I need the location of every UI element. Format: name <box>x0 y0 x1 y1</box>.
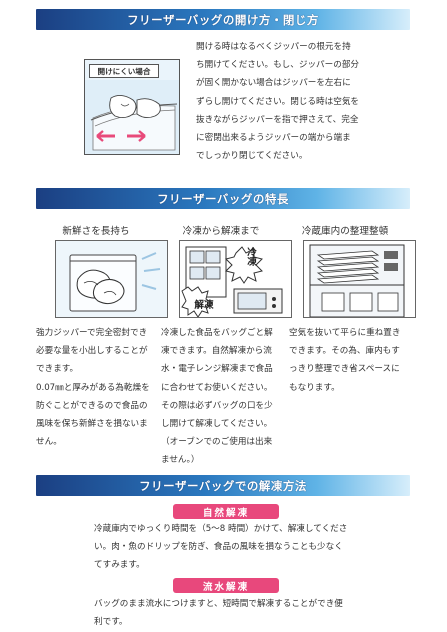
fridge-organize-illustration <box>303 240 416 318</box>
illustration-label: 開けにくい場合 <box>97 66 151 76</box>
method-label-water-thaw: 流水解凍 <box>173 578 279 593</box>
open-close-instructions: 開ける時はなるべくジッパーの根元を持 ち開けてください。もし、ジッパーの部分 が… <box>196 38 359 165</box>
badge-thaw: 解凍 <box>186 297 222 311</box>
text-line: バッグのまま流水につけますと、短時間で解凍することができ便 <box>94 599 343 609</box>
text-line: でしっかり閉じてください。 <box>196 151 308 162</box>
feature-text-organize: 空気を抜いて平らに重ね置き できます。その為、庫内もす っきり整理でき省スペース… <box>289 324 400 397</box>
text-line: 開ける時はなるべくジッパーの根元を持 <box>196 42 351 52</box>
method-label-natural-thaw: 自然解凍 <box>173 504 279 519</box>
section-banner-thawing: フリーザーバッグでの解凍方法 <box>36 475 410 496</box>
stacked-bags-in-fridge-icon <box>304 241 415 317</box>
text-line: できます。 <box>36 364 79 375</box>
badge-freeze-text: 冷凍 <box>245 247 256 267</box>
open-bag-illustration: 開けにくい場合 <box>84 59 180 155</box>
method-label-text: 自然解凍 <box>202 507 250 519</box>
text-line: 水・電子レンジ解凍まで食品 <box>161 364 273 375</box>
text-line: 風味を保ち新鮮さを損ないま <box>36 419 148 430</box>
text-line: できます。その為、庫内もす <box>289 346 400 357</box>
method-text-water-thaw: バッグのまま流水につけますと、短時間で解凍することができ便 利です。 <box>94 595 343 631</box>
text-line: 冷蔵庫内でゆっくり時間を（5〜8 時間）かけて、解凍してくださ <box>94 524 348 534</box>
text-line: ち開けてください。もし、ジッパーの部分 <box>196 60 360 71</box>
text-line: 強力ジッパーで完全密封でき <box>36 328 148 338</box>
text-line: 空気を抜いて平らに重ね置き <box>289 328 401 338</box>
method-label-text: 流水解凍 <box>202 581 250 593</box>
text-line: 0.07㎜と厚みがある為乾燥を <box>36 382 150 393</box>
text-line: 必要な量を小出しすることが <box>36 346 148 357</box>
text-line: せん。 <box>36 437 62 448</box>
badge-freeze: 冷凍 <box>238 247 256 266</box>
text-line: てすみます。 <box>94 560 145 571</box>
feature-text-freeze-thaw: 冷凍した食品をバッグごと解 凍できます。自然解凍から流 水・電子レンジ解凍まで食… <box>161 324 273 470</box>
text-line: 凍できます。自然解凍から流 <box>161 346 272 357</box>
section-title: フリーザーバッグでの解凍方法 <box>139 478 307 493</box>
feature-heading-freeze-thaw: 冷凍から解凍まで <box>182 226 260 237</box>
hands-opening-bag-icon <box>85 80 179 154</box>
badge-thaw-text: 解凍 <box>194 300 214 311</box>
text-line: に合わせてお使いください。 <box>161 382 273 393</box>
text-line: し開けて解凍してください。 <box>161 419 273 430</box>
text-line: 利です。 <box>94 617 128 628</box>
text-line: い。肉・魚のドリップを防ぎ、食品の風味を損なうことも少なく <box>94 542 343 553</box>
text-line: ません。） <box>161 455 200 466</box>
feature-text-freshness: 強力ジッパーで完全密封でき 必要な量を小出しすることが できます。 0.07㎜と… <box>36 324 150 451</box>
text-line: 抜きながらジッパーを指で押さえて、完全 <box>196 114 359 125</box>
text-line: に密閉出来るようジッパーの端から端ま <box>196 133 351 144</box>
text-line: その際は必ずバッグの口を少 <box>161 400 273 411</box>
freeze-thaw-illustration: 冷凍 解凍 <box>179 240 292 318</box>
text-line: ずらし開けてください。閉じる時は空気を <box>196 96 360 107</box>
text-line: が固く開かない場合はジッパーを左右に <box>196 78 351 89</box>
meat-in-bag-icon <box>56 241 167 317</box>
section-title: フリーザーバッグの特長 <box>157 191 289 206</box>
method-text-natural-thaw: 冷蔵庫内でゆっくり時間を（5〜8 時間）かけて、解凍してくださ い。肉・魚のドリ… <box>94 520 347 575</box>
text-line: っきり整理でき省スペースに <box>289 364 400 375</box>
fridge-microwave-icon <box>180 241 291 317</box>
text-line: 防ぐことができるので食品の <box>36 400 148 411</box>
text-line: （オーブンでのご使用は出来 <box>161 437 273 448</box>
feature-heading-freshness: 新鮮さを長持ち <box>62 226 130 237</box>
text-line: もなります。 <box>289 382 340 393</box>
section-title: フリーザーバッグの開け方・閉じ方 <box>127 12 319 27</box>
fresh-food-bag-illustration <box>55 240 168 318</box>
feature-heading-organize: 冷蔵庫内の整理整頓 <box>301 226 389 237</box>
text-line: 冷凍した食品をバッグごと解 <box>161 328 273 338</box>
illustration-label-box: 開けにくい場合 <box>89 64 159 78</box>
section-banner-features: フリーザーバッグの特長 <box>36 188 410 209</box>
section-banner-open-close: フリーザーバッグの開け方・閉じ方 <box>36 9 410 30</box>
